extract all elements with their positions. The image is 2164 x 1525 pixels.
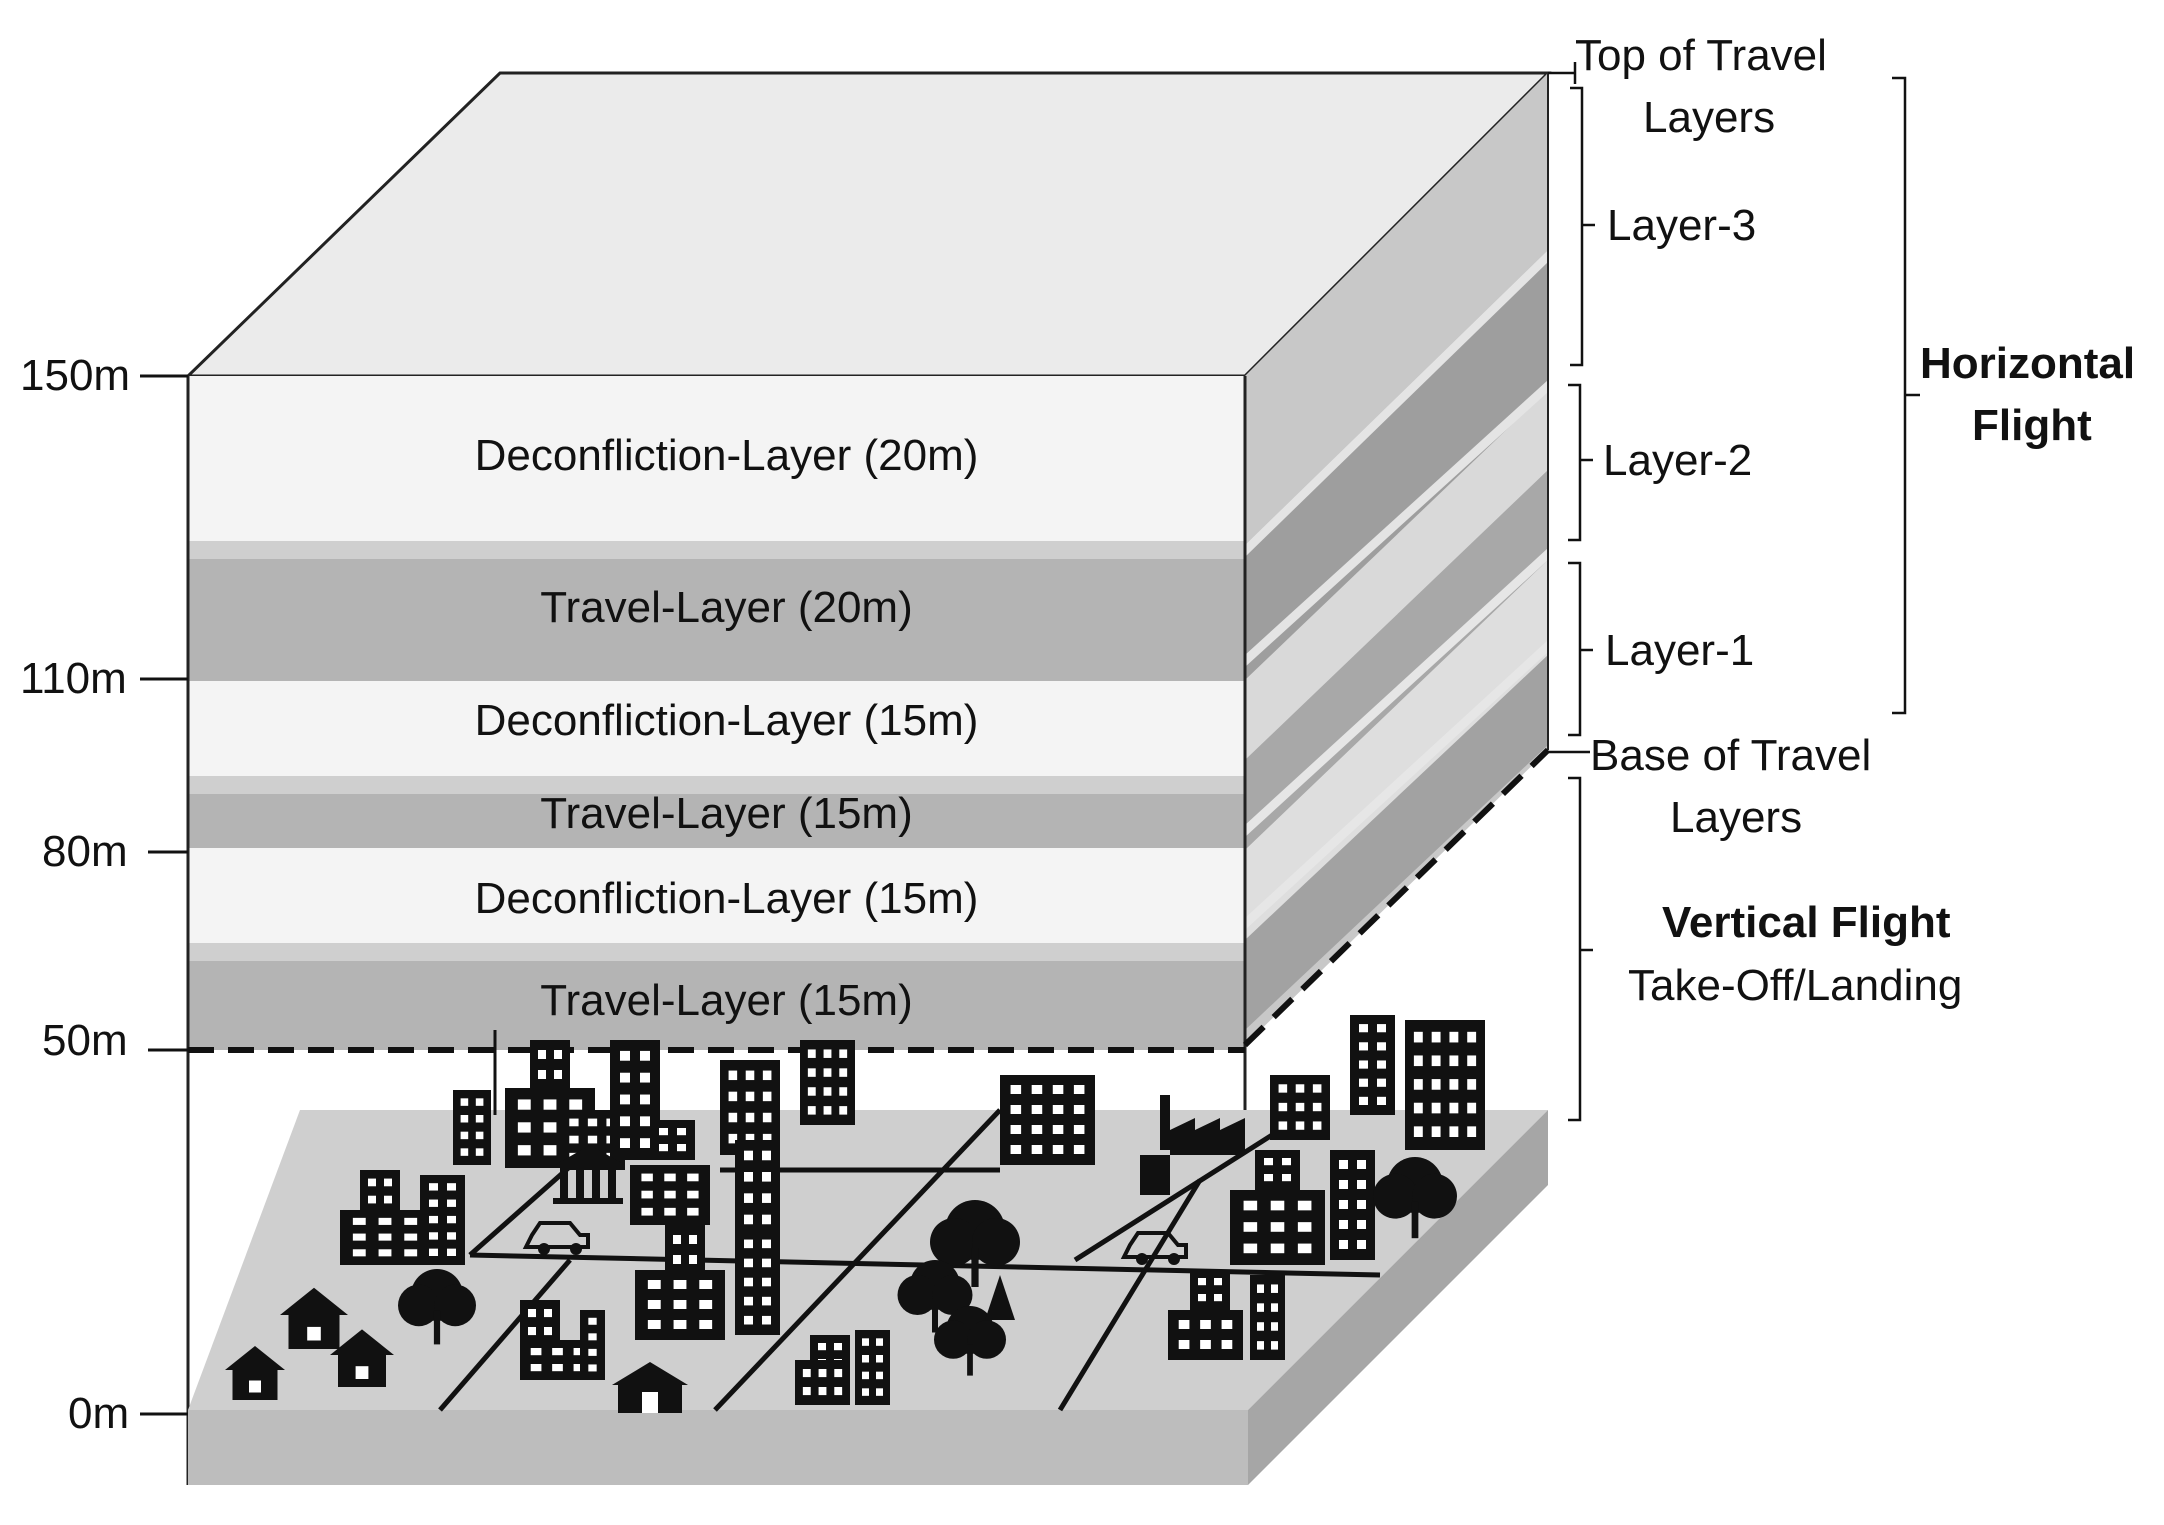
tree-icon — [1373, 1157, 1457, 1239]
tree-icon — [930, 1200, 1020, 1287]
altitude-label-50m: 50m — [42, 1016, 128, 1065]
building-icon — [735, 1230, 780, 1335]
building-icon — [1168, 1310, 1243, 1360]
building-icon — [1250, 1275, 1285, 1360]
side-separator-4 — [1245, 640, 1548, 930]
tree-icon — [398, 1269, 477, 1345]
horizontal-flight-label-line1: Horizontal — [1920, 339, 2135, 388]
altitude-label-0m: 0m — [68, 1389, 129, 1438]
side-annotations — [1548, 62, 1920, 1122]
horizontal-flight-label-line2: Flight — [1972, 401, 2092, 450]
building-icon — [1230, 1190, 1325, 1265]
building-icon — [340, 1210, 430, 1265]
building-icon — [855, 1330, 890, 1405]
front-layer-label: Deconfliction-Layer (15m) — [475, 874, 979, 923]
house-icon — [330, 1329, 394, 1387]
takeoff-landing-label: Take-Off/Landing — [1628, 961, 1962, 1010]
side-band-layer2 — [1245, 470, 1548, 850]
building-icon — [1190, 1270, 1230, 1310]
side-band-layer3 — [1245, 250, 1548, 718]
house-icon — [280, 1287, 348, 1349]
tree-icon — [897, 1260, 973, 1333]
side-separator-2 — [1245, 380, 1548, 667]
building-icon — [650, 1120, 695, 1160]
building-icon — [420, 1175, 465, 1265]
building-icon — [580, 1310, 605, 1380]
building-icon — [1405, 1020, 1485, 1150]
front-layer-band — [188, 848, 1245, 943]
front-layer-band — [188, 541, 1245, 681]
base-of-travel-label-line2: Layers — [1670, 793, 1802, 842]
building-icon — [635, 1270, 725, 1340]
school-icon — [612, 1362, 688, 1413]
building-icon — [720, 1060, 780, 1155]
front-layer-label: Travel-Layer (20m) — [540, 583, 912, 632]
ground-side — [1248, 1110, 1548, 1485]
building-icon — [1000, 1075, 1095, 1165]
tree-icon — [934, 1306, 1006, 1376]
top-of-travel-label-line1: Top of Travel — [1575, 31, 1827, 80]
layer-3-label: Layer-3 — [1607, 201, 1756, 250]
building-icon — [530, 1040, 570, 1090]
top-of-travel-label-line2: Layers — [1643, 93, 1775, 142]
pine-tree-icon — [985, 1275, 1015, 1320]
altitude-label-80m: 80m — [42, 827, 128, 876]
ground-front — [188, 1410, 1248, 1485]
base-of-travel-label-line1: Base of Travel — [1590, 731, 1871, 780]
factory-icon — [1140, 1095, 1245, 1195]
car-icon — [522, 1221, 590, 1255]
house-icon — [225, 1346, 285, 1400]
building-icon — [1255, 1150, 1300, 1190]
front-layer-label: Travel-Layer (15m) — [540, 789, 912, 838]
building-icon — [665, 1225, 705, 1275]
side-separator-1 — [1245, 250, 1548, 557]
front-layer-label: Deconfliction-Layer (15m) — [475, 696, 979, 745]
layer-2-label: Layer-2 — [1603, 436, 1752, 485]
building-icon — [1350, 1015, 1395, 1115]
front-layer-band — [188, 681, 1245, 776]
building-icon — [453, 1090, 491, 1165]
building-icon — [795, 1360, 850, 1405]
building-icon — [1330, 1150, 1375, 1260]
front-layer-band — [188, 376, 1245, 541]
building-icon — [630, 1165, 710, 1225]
front-layer-band-edge — [188, 541, 1245, 559]
side-band-layer1-light — [1245, 560, 1548, 940]
side-band-layer1 — [1245, 655, 1548, 1030]
side-band-layer2-light — [1245, 390, 1548, 760]
dashed-50m-side — [1242, 747, 1551, 1048]
building-icon — [1270, 1075, 1330, 1140]
altitude-label-150m: 150m — [20, 351, 130, 400]
front-layers: Deconfliction-Layer (20m) Travel-Layer (2… — [188, 376, 1245, 1050]
front-layer-label: Deconfliction-Layer (20m) — [475, 431, 979, 480]
front-layer-label: Travel-Layer (15m) — [540, 976, 912, 1025]
vertical-flight-label: Vertical Flight — [1662, 898, 1951, 947]
car-icon — [1120, 1231, 1188, 1265]
city-buildings-icon — [225, 1015, 1485, 1413]
building-icon — [800, 1040, 855, 1125]
front-layer-band-edge — [188, 943, 1245, 961]
layer-1-label: Layer-1 — [1605, 626, 1754, 675]
altitude-axis: 150m 110m 80m 50m 0m — [20, 351, 188, 1438]
side-separator-3 — [1245, 548, 1548, 837]
front-layer-band-edge — [188, 776, 1245, 794]
altitude-label-110m: 110m — [20, 654, 127, 703]
bank-icon — [553, 1145, 625, 1204]
building-icon — [520, 1300, 560, 1345]
